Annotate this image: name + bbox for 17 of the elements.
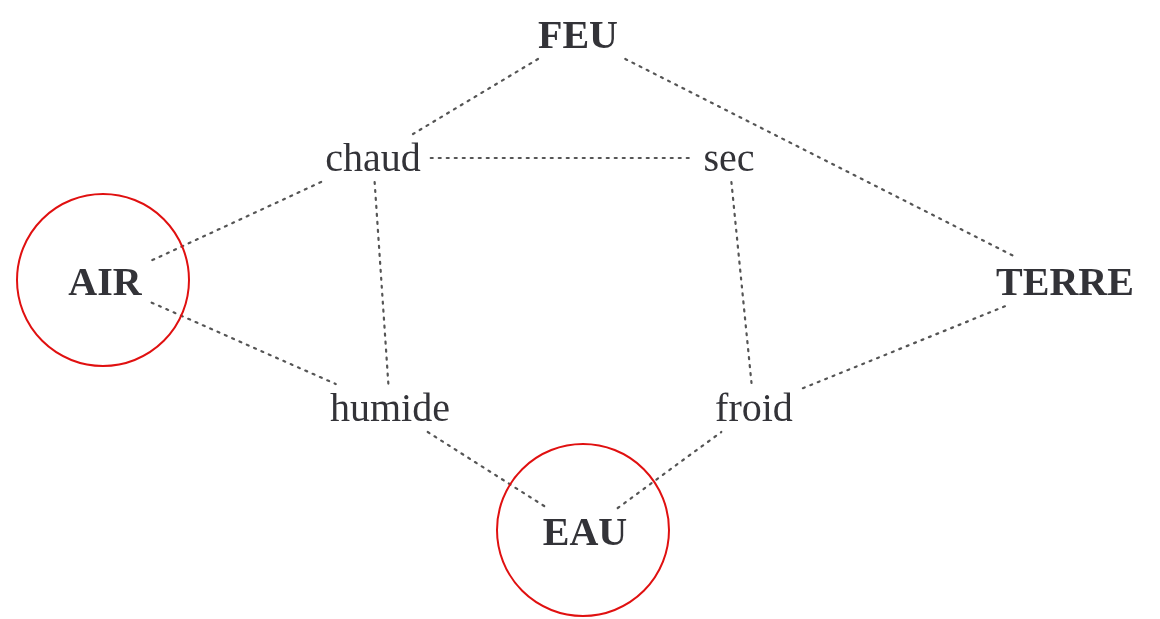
dotted-line xyxy=(411,57,540,136)
dotted-line xyxy=(373,180,390,386)
quality-name: humide xyxy=(330,385,450,430)
dotted-line xyxy=(150,180,323,262)
element-name: AIR xyxy=(68,259,142,304)
circle-outline xyxy=(16,193,190,367)
dotted-line xyxy=(150,301,337,386)
dotted-line xyxy=(616,430,723,510)
element-name: EAU xyxy=(542,509,628,554)
circle-outline xyxy=(496,443,670,617)
quality-name: chaud xyxy=(325,135,421,180)
dotted-line xyxy=(730,180,753,386)
quality-name: froid xyxy=(715,385,793,430)
dotted-line xyxy=(801,304,1007,390)
element-name: TERRE xyxy=(996,259,1134,304)
element-name: FEU xyxy=(538,12,618,57)
quality-name: sec xyxy=(703,135,755,180)
